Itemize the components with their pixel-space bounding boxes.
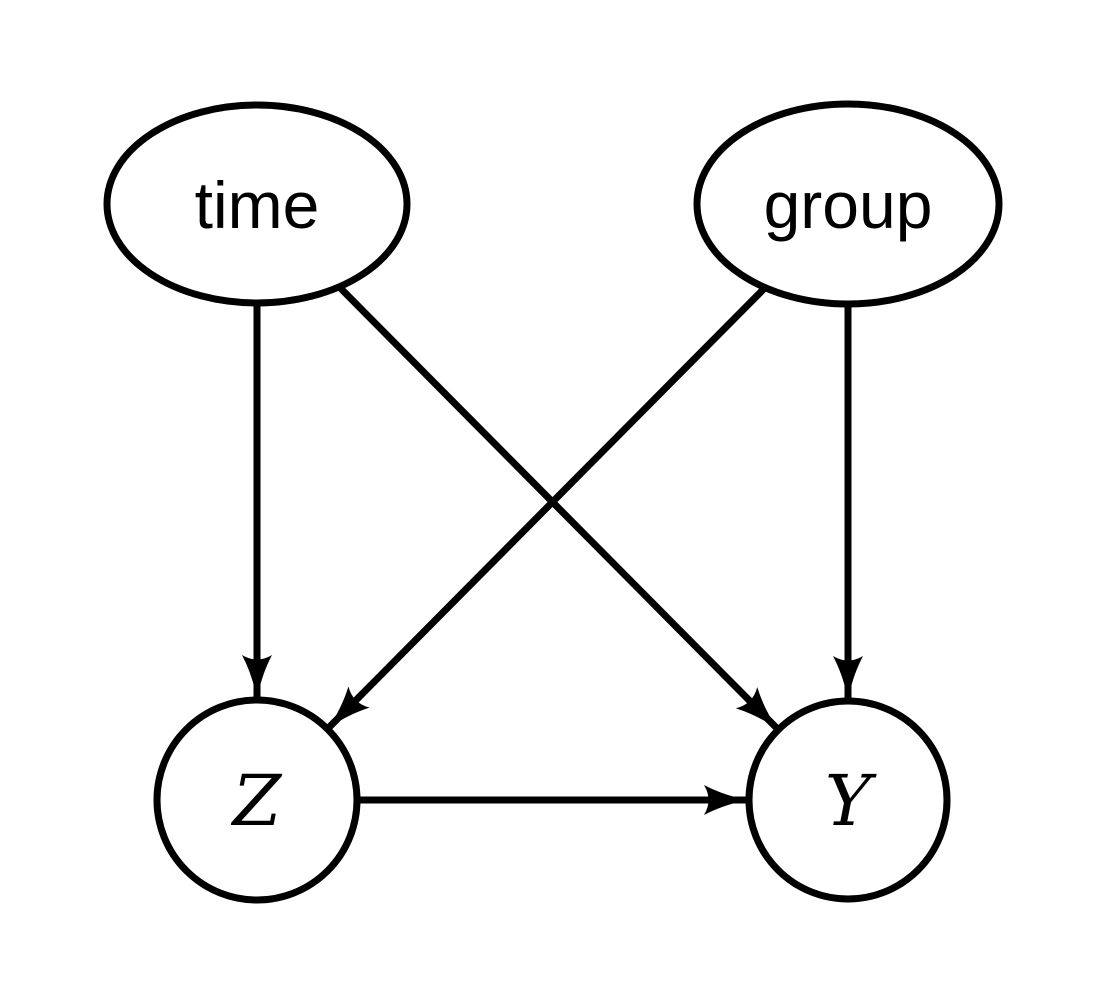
edge-time-to-Y	[336, 284, 781, 733]
node-label-time: time	[195, 168, 320, 242]
node-label-Z: Z	[231, 760, 283, 842]
node-Y	[745, 697, 951, 903]
node-time	[103, 101, 411, 307]
node-label-Y: Y	[825, 760, 877, 842]
edge-group-to-Z	[324, 285, 768, 732]
node-group	[693, 100, 1003, 308]
edges-layer	[242, 284, 863, 815]
node-label-group: group	[764, 168, 933, 242]
node-Z	[153, 696, 361, 904]
